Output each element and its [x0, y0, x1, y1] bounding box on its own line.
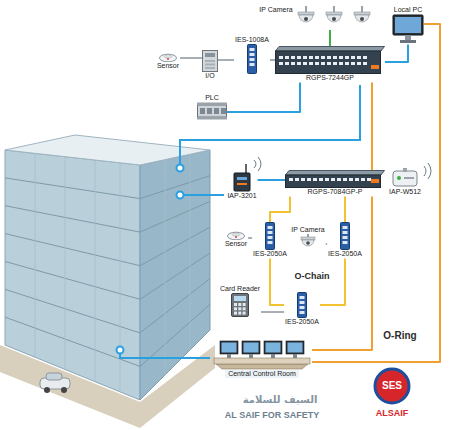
- device-icon: [212, 338, 312, 370]
- device-node: PLC: [197, 94, 227, 120]
- device-picture: [285, 170, 385, 188]
- network-link: [326, 243, 327, 245]
- device-picture: [202, 50, 218, 72]
- network-link: [227, 82, 300, 112]
- device-picture: [294, 6, 378, 30]
- logo-name: ALSAIF: [376, 408, 409, 419]
- device-node: IAP-3201: [226, 164, 257, 200]
- device-node: Sensor: [156, 52, 180, 70]
- device-icon: [294, 6, 378, 30]
- device-node: IES-2050A: [327, 222, 363, 258]
- device-picture: [265, 222, 275, 250]
- device-icon: [202, 50, 218, 72]
- device-node: RGPS-7244GP: [275, 46, 385, 82]
- building-link-lines: [120, 85, 360, 358]
- device-icon: [392, 168, 418, 188]
- device-label: Central Control Room: [225, 370, 299, 378]
- device-label: Sensor: [156, 62, 180, 70]
- device-picture: [232, 164, 252, 192]
- device-icon: [392, 14, 424, 44]
- device-icon: [197, 102, 227, 120]
- device-label: RGPS-7244GP: [305, 74, 355, 82]
- device-icon: [232, 164, 252, 192]
- device-label: Sensor: [224, 240, 248, 248]
- network-link: [270, 196, 290, 222]
- network-link: [320, 258, 345, 305]
- device-label: IP Camera: [290, 226, 325, 234]
- device-label: Card Reader: [219, 285, 261, 293]
- device-node: IES-2050A: [252, 222, 288, 258]
- network-link: [270, 258, 284, 305]
- watermark-text: AL SAIF FOR SAFETY: [225, 410, 319, 421]
- device-node: Local PC: [392, 6, 424, 44]
- network-link: [385, 44, 408, 62]
- ring-name: O-Chain: [295, 271, 330, 282]
- device-icon: [300, 234, 316, 248]
- network-link: [371, 82, 373, 170]
- building-right-face: [140, 150, 210, 400]
- device-picture: [300, 234, 316, 248]
- device-icon: [159, 52, 177, 62]
- device-node: Central Control Room: [212, 338, 312, 378]
- device-label: Local PC: [393, 6, 423, 14]
- device-picture: [392, 14, 424, 44]
- device-icon: [275, 46, 385, 74]
- device-picture: [159, 52, 177, 62]
- device-picture: [247, 44, 257, 74]
- network-link: [218, 59, 234, 61]
- device-icon: [227, 230, 245, 240]
- device-icon: [340, 222, 350, 250]
- device-icon: [297, 292, 307, 318]
- network-link: [270, 59, 275, 61]
- building-floors: [5, 176, 210, 367]
- building-link-dots: [117, 165, 184, 354]
- logo-text: SES: [382, 380, 402, 392]
- device-node: IP Camera: [290, 226, 325, 248]
- device-icon: [231, 293, 249, 317]
- device-node: IES-1008A: [234, 36, 270, 74]
- building-mullions: [35, 153, 190, 392]
- device-label: IAP-W512: [388, 188, 422, 196]
- device-icon: [247, 44, 257, 74]
- device-node: IAP-W512: [388, 168, 422, 196]
- device-label: IES-2050A: [327, 250, 363, 258]
- network-link: [261, 311, 284, 313]
- device-picture: [392, 168, 418, 188]
- device-node: IES-2050A: [284, 292, 320, 326]
- device-node: IP Camera: [258, 6, 377, 30]
- ses-logo: [375, 369, 409, 403]
- device-node: RGPS-7084GP-P: [285, 170, 385, 196]
- device-picture: [227, 230, 245, 240]
- network-link: [248, 237, 252, 239]
- device-picture: [340, 222, 350, 250]
- device-icon: [285, 170, 385, 188]
- device-label: IES-2050A: [284, 318, 320, 326]
- ring-name: O-Ring: [383, 330, 416, 342]
- device-picture: [212, 338, 312, 370]
- car: [40, 373, 70, 393]
- watermark-arabic: السيف للسلامة: [243, 394, 318, 406]
- device-label: I/O: [204, 72, 215, 80]
- network-link: [344, 196, 346, 222]
- device-picture: [197, 102, 227, 120]
- device-label: IES-1008A: [234, 36, 270, 44]
- device-node: Card Reader: [219, 285, 261, 317]
- device-node: I/O: [202, 50, 218, 80]
- building-left-face: [5, 150, 140, 400]
- device-picture: [231, 293, 249, 317]
- device-label: IAP-3201: [226, 192, 257, 200]
- network-link: [180, 57, 202, 59]
- device-picture: [275, 46, 385, 74]
- device-label: IP Camera: [258, 6, 293, 14]
- device-icon: [265, 222, 275, 250]
- device-node: Sensor: [224, 230, 248, 248]
- device-label: IES-2050A: [252, 250, 288, 258]
- network-link: [329, 30, 331, 46]
- device-picture: [297, 292, 307, 318]
- network-link: [258, 179, 285, 181]
- device-label: RGPS-7084GP-P: [307, 188, 364, 196]
- device-label: PLC: [204, 94, 220, 102]
